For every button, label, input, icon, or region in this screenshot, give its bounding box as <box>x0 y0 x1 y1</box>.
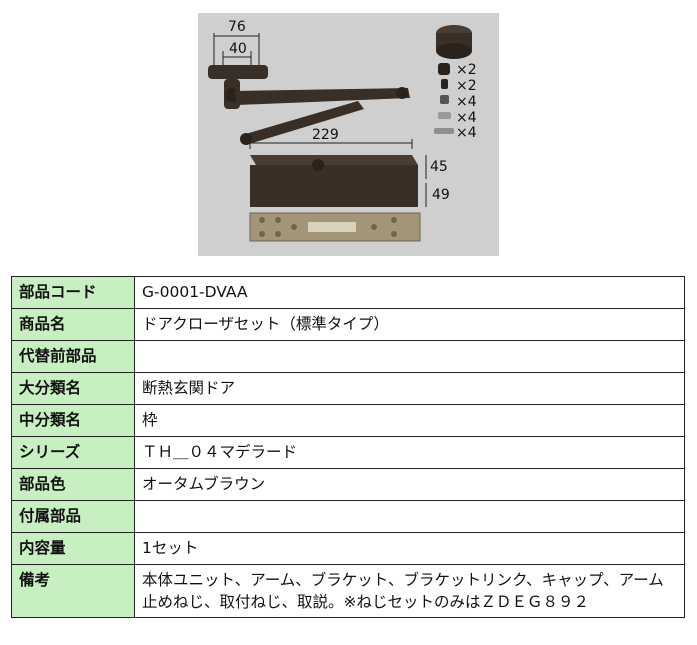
dimension-76: 76 <box>213 19 260 69</box>
screw-qty-5: ×4 <box>456 125 477 141</box>
spec-value: オータムブラウン <box>134 468 685 501</box>
screw-4-icon <box>438 112 451 119</box>
spec-value: 断熱玄関ドア <box>134 372 685 405</box>
product-photo: 76 40 229 <box>198 13 499 256</box>
spec-label: 商品名 <box>11 308 135 341</box>
spec-row-contents: 内容量 1セット <box>11 532 685 565</box>
spec-value: 枠 <box>134 404 685 437</box>
spec-label: 付属部品 <box>11 500 135 533</box>
spec-value: ＴＨ＿０４マデラード <box>134 436 685 469</box>
screw-5-icon <box>434 128 454 134</box>
spec-value <box>134 340 685 373</box>
spec-table: 部品コード G-0001-DVAA 商品名 ドアクローザセット（標準タイプ） 代… <box>11 276 685 618</box>
svg-text:49: 49 <box>432 187 450 203</box>
spec-value: ドアクローザセット（標準タイプ） <box>134 308 685 341</box>
dimension-40: 40 <box>222 41 252 65</box>
spec-row-series: シリーズ ＴＨ＿０４マデラード <box>11 436 685 469</box>
dimension-229: 229 <box>249 127 413 149</box>
spec-label: 部品色 <box>11 468 135 501</box>
svg-text:40: 40 <box>229 41 247 57</box>
spec-value <box>134 500 685 533</box>
spec-value: 本体ユニット、アーム、ブラケット、ブラケットリンク、キャップ、アーム止めねじ、取… <box>134 564 685 618</box>
spec-row-color: 部品色 オータムブラウン <box>11 468 685 501</box>
spec-row-middle-category: 中分類名 枠 <box>11 404 685 437</box>
spec-row-product-name: 商品名 ドアクローザセット（標準タイプ） <box>11 308 685 341</box>
spec-row-accessories: 付属部品 <box>11 500 685 533</box>
spec-label: 中分類名 <box>11 404 135 437</box>
screw-qty-2: ×2 <box>456 78 477 94</box>
spec-label: 大分類名 <box>11 372 135 405</box>
screw-qty-1: ×2 <box>456 62 477 78</box>
spec-row-remarks: 備考 本体ユニット、アーム、ブラケット、ブラケットリンク、キャップ、アーム止めね… <box>11 564 685 618</box>
screw-set: ×2 ×2 ×4 ×4 ×4 <box>434 62 477 141</box>
svg-text:229: 229 <box>312 127 339 143</box>
arm <box>234 87 410 145</box>
spec-label: 備考 <box>11 564 135 618</box>
spec-label: 内容量 <box>11 532 135 565</box>
arm-bracket <box>208 65 268 109</box>
spec-label: 部品コード <box>11 276 135 309</box>
mounting-plate <box>249 212 421 242</box>
dimension-49: 49 <box>425 183 450 207</box>
spec-row-major-category: 大分類名 断熱玄関ドア <box>11 372 685 405</box>
door-closer-illustration: 76 40 229 <box>208 19 477 242</box>
spec-row-replaced-part: 代替前部品 <box>11 340 685 373</box>
screw-2-icon <box>441 79 448 89</box>
svg-text:45: 45 <box>430 159 448 175</box>
spec-value: 1セット <box>134 532 685 565</box>
spec-value: G-0001-DVAA <box>134 276 685 309</box>
closer-body <box>250 155 418 207</box>
screw-1-icon <box>438 63 450 75</box>
dimension-45: 45 <box>425 155 448 179</box>
screw-3-icon <box>440 95 449 104</box>
svg-text:76: 76 <box>228 19 246 35</box>
cap <box>436 25 472 59</box>
spec-row-part-code: 部品コード G-0001-DVAA <box>11 276 685 309</box>
spec-label: 代替前部品 <box>11 340 135 373</box>
spec-label: シリーズ <box>11 436 135 469</box>
screw-qty-3: ×4 <box>456 94 477 110</box>
screw-qty-4: ×4 <box>456 110 477 126</box>
